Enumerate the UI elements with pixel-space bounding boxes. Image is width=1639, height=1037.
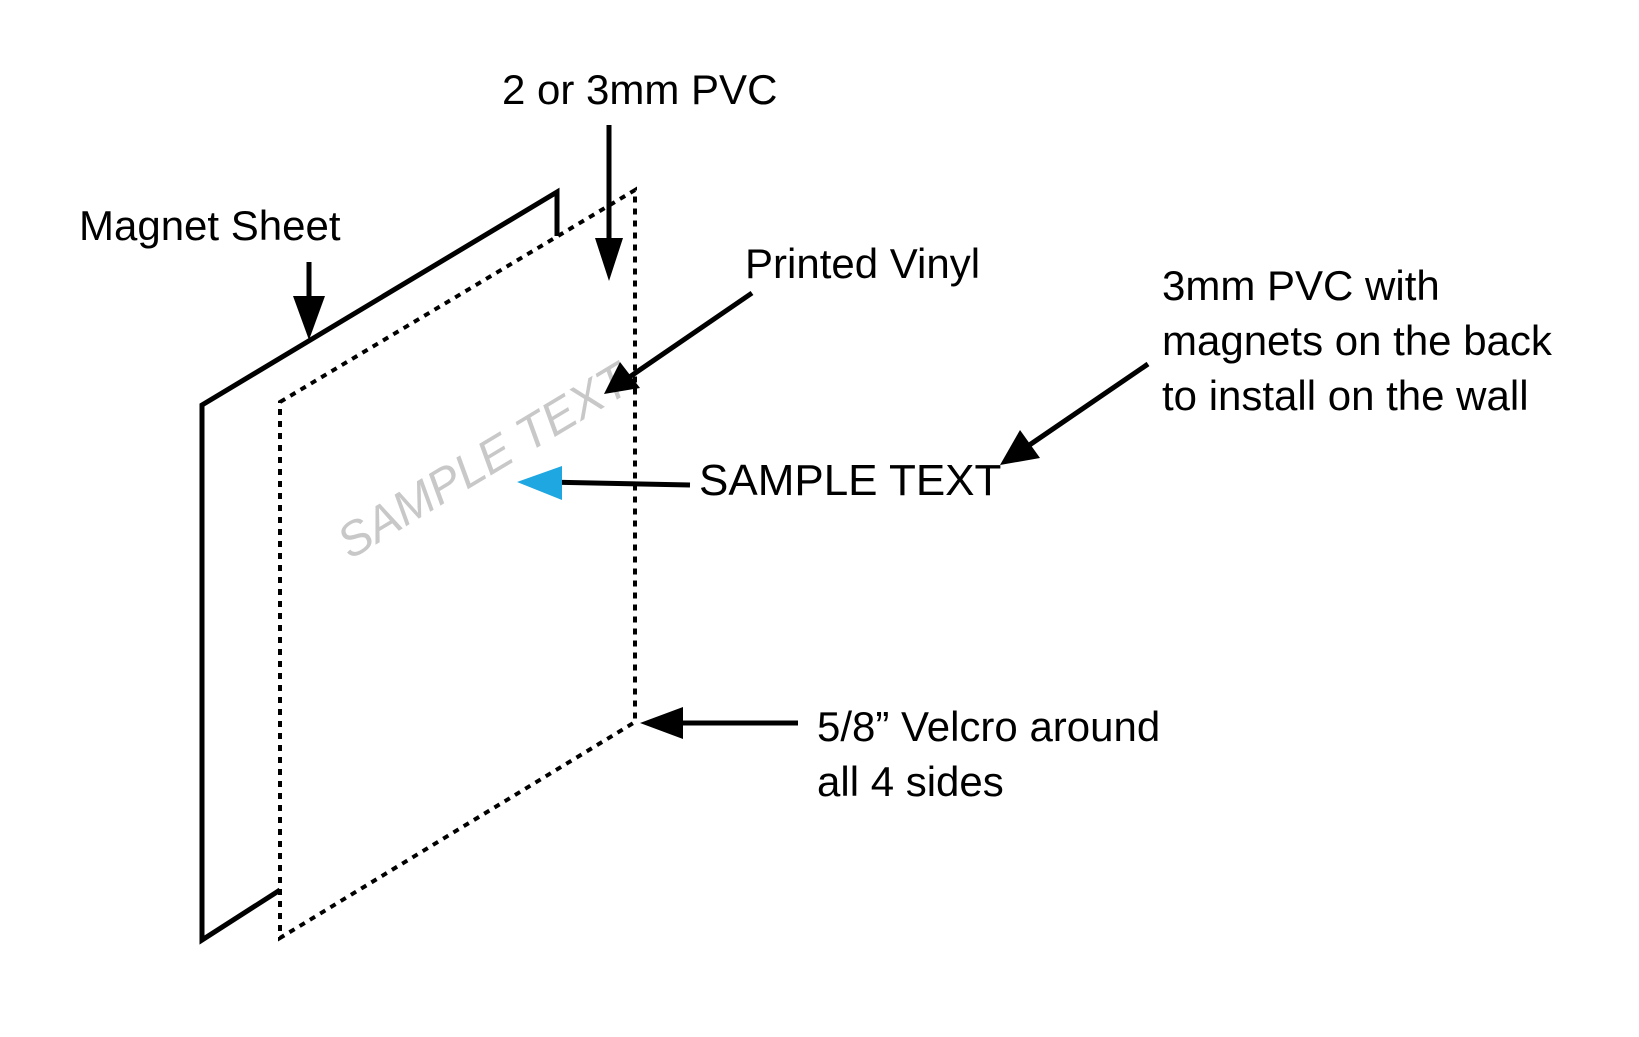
label-pvc-thickness: 2 or 3mm PVC bbox=[502, 66, 777, 113]
label-pvc-magnets-line3: to install on the wall bbox=[1162, 372, 1529, 419]
arrow-pvc-thickness bbox=[595, 125, 623, 281]
arrow-magnet-sheet bbox=[293, 262, 325, 340]
arrow-velcro bbox=[640, 707, 798, 739]
panel-sample-text: SAMPLE TEXT bbox=[328, 352, 642, 570]
label-velcro-line2: all 4 sides bbox=[817, 758, 1004, 805]
pvc-panel-edge bbox=[278, 186, 637, 942]
label-velcro: 5/8” Velcro around all 4 sides bbox=[817, 703, 1172, 805]
label-pvc-magnets: 3mm PVC with magnets on the back to inst… bbox=[1162, 262, 1564, 419]
label-pvc-magnets-line1: 3mm PVC with bbox=[1162, 262, 1440, 309]
arrow-pvc-magnets bbox=[1000, 361, 1150, 465]
label-sample-text: SAMPLE TEXT bbox=[699, 456, 1001, 505]
label-printed-vinyl: Printed Vinyl bbox=[745, 240, 980, 287]
label-pvc-magnets-line2: magnets on the back bbox=[1162, 317, 1553, 364]
arrow-sample-text bbox=[517, 466, 691, 500]
arrow-printed-vinyl bbox=[604, 290, 754, 394]
magnet-sheet-edge bbox=[199, 187, 560, 945]
label-velcro-line1: 5/8” Velcro around bbox=[817, 703, 1160, 750]
label-magnet-sheet: Magnet Sheet bbox=[79, 202, 341, 249]
